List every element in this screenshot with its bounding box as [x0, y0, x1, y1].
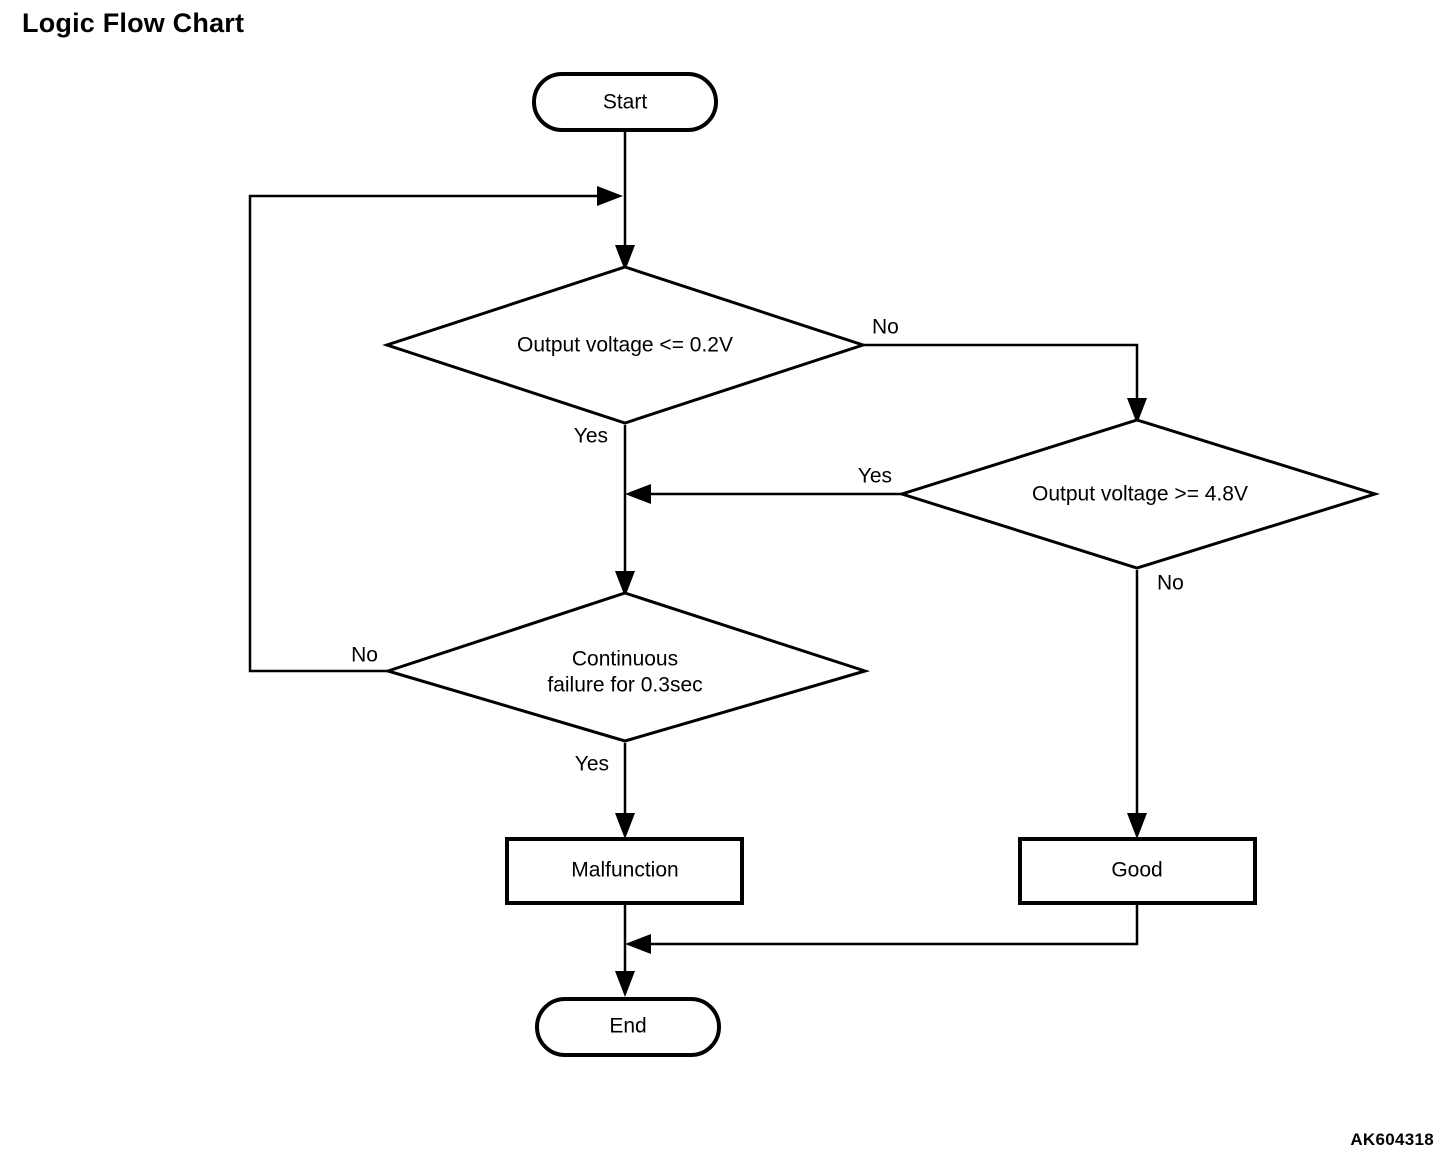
edge-decision3-no-loop-back: [248, 186, 623, 673]
node-decision-output-voltage-low[interactable]: Output voltage <= 0.2V: [382, 265, 868, 425]
node-start-label: Start: [603, 91, 648, 114]
edge-good-to-end: [625, 903, 1139, 954]
node-decision1-label: Output voltage <= 0.2V: [517, 334, 733, 357]
node-start[interactable]: Start: [532, 72, 718, 132]
edge-decision3-yes-to-malfunction: [615, 743, 635, 839]
edge-label-decision3-no: No: [351, 644, 378, 667]
node-decision-output-voltage-high[interactable]: Output voltage >= 4.8V: [897, 418, 1381, 570]
node-end[interactable]: End: [535, 997, 721, 1057]
edge-decision1-yes-to-decision3: [615, 425, 635, 597]
edge-start-to-decision1: [615, 130, 635, 271]
edge-decision2-no-to-good: [1127, 570, 1147, 839]
node-good-label: Good: [1111, 859, 1162, 882]
edge-label-decision1-no: No: [872, 316, 899, 339]
edge-decision2-yes-to-main-line: [625, 484, 902, 504]
node-good[interactable]: Good: [1018, 837, 1257, 905]
edge-malfunction-to-end: [615, 903, 635, 997]
node-decision-continuous-failure[interactable]: Continuous failure for 0.3sec: [382, 591, 871, 743]
node-malfunction[interactable]: Malfunction: [505, 837, 744, 905]
edge-label-decision1-yes: Yes: [574, 425, 608, 448]
node-end-label: End: [609, 1015, 646, 1038]
node-decision3-label-line2: failure for 0.3sec: [547, 674, 702, 697]
page-title: Logic Flow Chart: [22, 8, 245, 38]
edge-decision1-no-to-decision2: [863, 343, 1147, 424]
node-malfunction-label: Malfunction: [571, 859, 678, 882]
node-decision3-label-line1: Continuous: [572, 648, 678, 671]
figure-code: AK604318: [1350, 1130, 1434, 1149]
edge-label-decision2-no: No: [1157, 572, 1184, 595]
node-decision2-label: Output voltage >= 4.8V: [1032, 483, 1248, 506]
edge-label-decision3-yes: Yes: [575, 753, 609, 776]
edge-label-decision2-yes: Yes: [858, 465, 892, 488]
